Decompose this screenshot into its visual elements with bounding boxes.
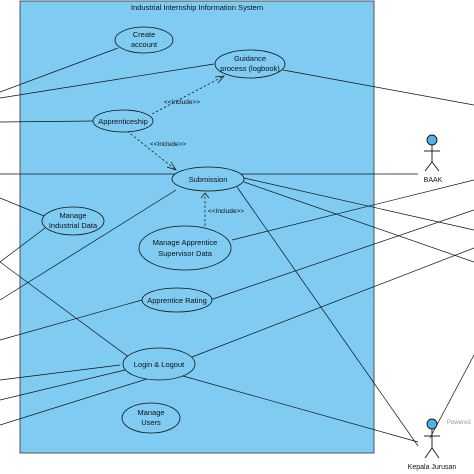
use-case-submission[interactable]: Submission — [171, 166, 245, 192]
stick-figure-icon — [424, 418, 440, 459]
include-label: <<Include>> — [150, 141, 186, 148]
actor-kepala-jurusan-label: Kepala Jurusan — [408, 464, 457, 471]
svg-text:Users: Users — [141, 418, 161, 427]
svg-text:Supervisor Data: Supervisor Data — [158, 249, 213, 258]
include-arrowheads — [166, 75, 225, 199]
svg-text:Apprentice Rating: Apprentice Rating — [147, 296, 207, 305]
include-relations — [126, 75, 225, 226]
stick-figure-icon — [424, 134, 440, 172]
svg-text:account: account — [131, 40, 158, 49]
actor-kepala-jurusan[interactable]: Kepala Jurusan — [408, 418, 457, 471]
use-case-apprenticeship[interactable]: Apprenticeship — [92, 109, 154, 133]
include-label: <<Include>> — [208, 208, 244, 215]
actor-baak-label: BAAK — [424, 177, 443, 184]
svg-text:Manage: Manage — [137, 408, 164, 417]
svg-text:Create: Create — [133, 30, 156, 39]
use-case-create-account[interactable]: Create account — [114, 26, 174, 54]
svg-text:Submission: Submission — [189, 175, 228, 184]
svg-text:Industrial Data: Industrial Data — [49, 221, 98, 230]
svg-text:Manage Apprentice: Manage Apprentice — [153, 238, 218, 247]
svg-text:process (logbook): process (logbook) — [220, 64, 280, 73]
include-label: <<Include>> — [164, 99, 200, 106]
use-case-manage-users[interactable]: Manage Users — [121, 402, 181, 434]
system-title: Industrial Internship Information System — [131, 3, 263, 12]
use-case-login-logout[interactable]: Login & Logout — [122, 347, 196, 381]
use-case-manage-apprentice-supervisor-data[interactable]: Manage Apprentice Supervisor Data — [138, 225, 232, 271]
use-case-manage-industrial-data[interactable]: Manage Industrial Data — [41, 206, 105, 236]
svg-text:Guidance: Guidance — [234, 54, 266, 63]
svg-text:Apprenticeship: Apprenticeship — [98, 117, 148, 126]
svg-text:Manage: Manage — [59, 211, 86, 220]
use-case-guidance-process[interactable]: Guidance process (logbook) — [214, 49, 286, 79]
actor-baak[interactable]: BAAK — [424, 134, 443, 184]
watermark: Powered — [447, 420, 471, 426]
svg-text:Login & Logout: Login & Logout — [134, 360, 185, 369]
use-case-apprentice-rating[interactable]: Apprentice Rating — [141, 287, 213, 313]
